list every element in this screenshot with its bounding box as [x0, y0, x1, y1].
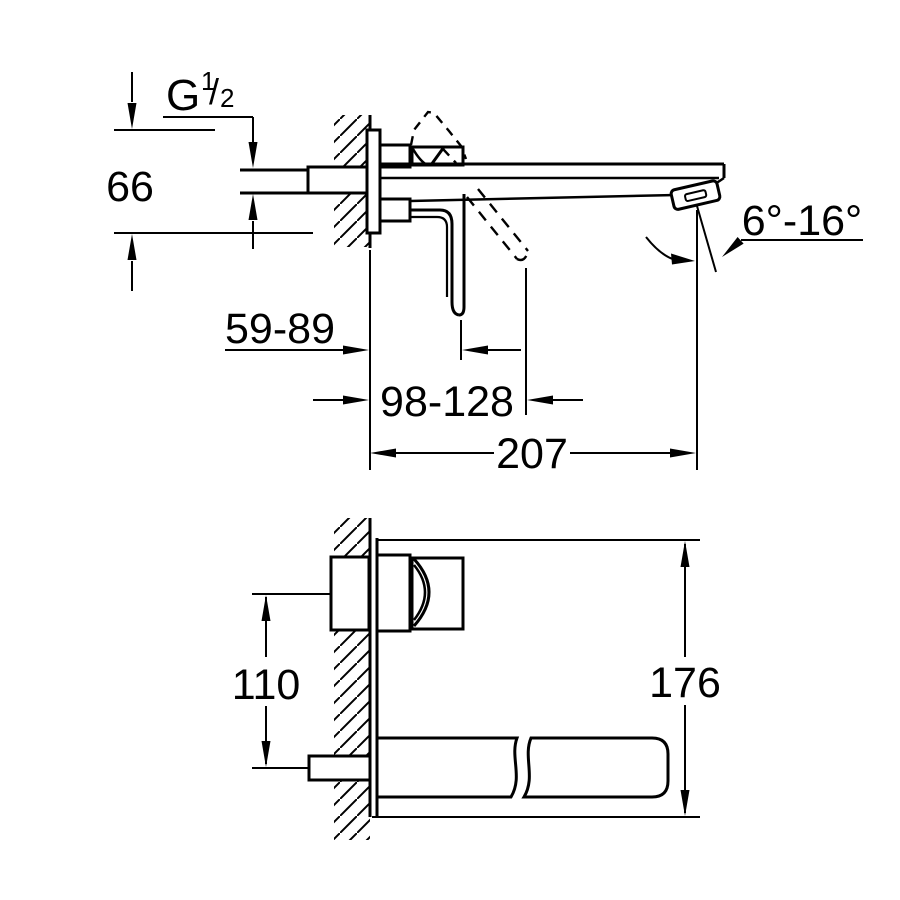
- dim110-label: 110: [232, 661, 301, 709]
- rough-in-dimensions: [252, 539, 700, 818]
- aerator-body: [669, 179, 722, 211]
- dim110-arrow-top: [261, 595, 271, 621]
- dim176-arrow-bottom: [680, 790, 690, 816]
- angle-slant-line: [696, 205, 717, 273]
- lever-open-dashed: [466, 188, 530, 262]
- lever-raised-dashed: [409, 110, 468, 160]
- angle-arc-arrowhead: [671, 253, 695, 265]
- lever-outer: [410, 208, 460, 317]
- lower-nut: [378, 197, 412, 223]
- handle-crescent-inner: [413, 564, 427, 621]
- dim110-arrow-bottom: [261, 741, 271, 767]
- dim207-arrow-right: [670, 448, 696, 458]
- dim98128-arrow-right: [527, 395, 553, 405]
- side-view-dimensions: [114, 72, 863, 470]
- spout-top-inner: [380, 176, 725, 188]
- dim5989-arrow-right: [462, 345, 488, 355]
- handle-escutcheon: [375, 553, 412, 633]
- handle-crescent-outer: [412, 557, 431, 627]
- lever-inner: [458, 194, 466, 317]
- dimension-labels: G 1 / 2 66 59-89 98-128 207 6°-16° 110 1…: [106, 66, 862, 709]
- dim-angle-label: 6°-16°: [742, 197, 862, 245]
- dim176-label: 176: [649, 659, 721, 707]
- aerator: [669, 179, 722, 211]
- dim66-top-arrow: [127, 103, 137, 129]
- valve-inwall-body: [329, 555, 371, 632]
- pipe-coupler: [306, 165, 372, 195]
- dim98128-arrow-left: [343, 395, 369, 405]
- supply-pipe: [240, 168, 308, 195]
- spout-right-segment: [521, 736, 670, 799]
- spout-underside: [409, 193, 677, 203]
- spout-left-segment: [375, 736, 520, 799]
- dim207-arrow-left: [370, 448, 396, 458]
- dim66-bottom-arrow: [127, 234, 137, 260]
- thread-arrow-top: [248, 142, 258, 168]
- aerator-slot: [684, 189, 708, 202]
- handle-edge-line: [429, 146, 446, 166]
- spout-supply-stub: [307, 754, 372, 782]
- thread-arrow-bottom: [248, 194, 258, 220]
- lever-bend-inner: [410, 215, 449, 297]
- dim5989-label: 59-89: [225, 305, 335, 353]
- wall-plate: [365, 128, 382, 235]
- dim176-arrow-top: [680, 541, 690, 567]
- thread-size-label: G 1 / 2: [166, 66, 234, 120]
- upper-nut: [378, 143, 412, 169]
- dim66-reference-lines: [114, 129, 313, 234]
- rough-in-view: [307, 518, 670, 840]
- spout-top: [380, 162, 726, 178]
- thread-leader: [163, 116, 254, 143]
- dim66-label: 66: [106, 163, 154, 211]
- dim207-label: 207: [496, 430, 568, 478]
- lever-raised-hidden-edge: [442, 148, 457, 164]
- dim110-reference-lines: [252, 593, 331, 769]
- dim98128-label: 98-128: [380, 378, 514, 426]
- dim-angle-arrow: [722, 237, 744, 257]
- side-view: [240, 110, 726, 317]
- dim5989-arrow-left: [343, 345, 369, 355]
